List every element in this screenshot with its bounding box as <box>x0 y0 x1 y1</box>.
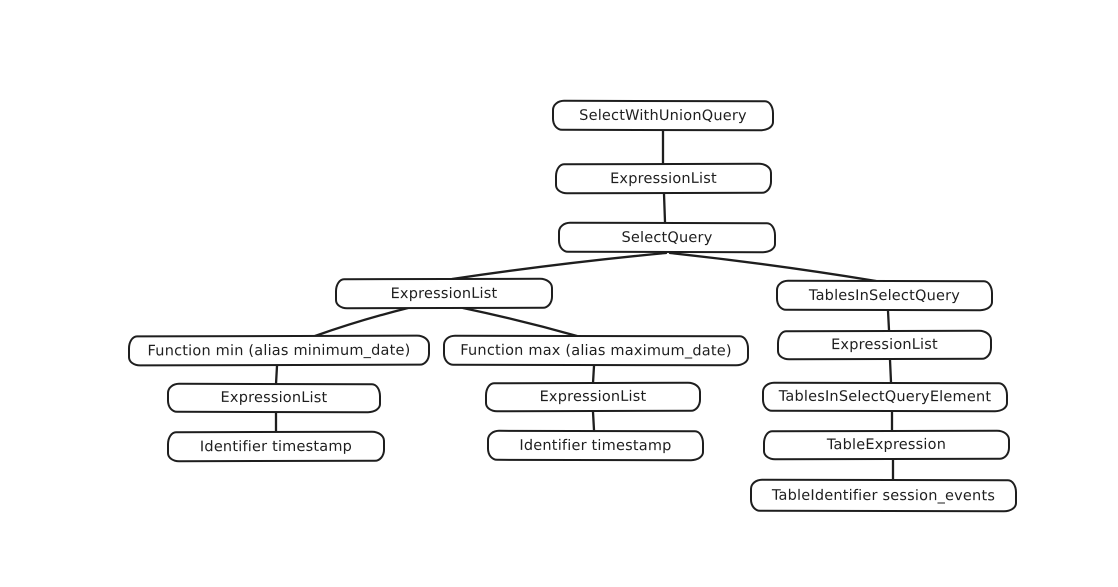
node-table-expression: TableExpression <box>762 429 1011 461</box>
edge-expressionlist-functionmin <box>313 306 410 338</box>
edge-selectquery-tablesinselectquery <box>668 251 878 283</box>
edge-expressionlist-selectquery <box>662 192 667 224</box>
node-select-query: SelectQuery <box>557 221 777 254</box>
node-expression-list-under-max: ExpressionList <box>484 381 702 413</box>
node-tables-in-select-query: TablesInSelectQuery <box>775 279 994 312</box>
node-identifier-timestamp-min: Identifier timestamp <box>166 430 386 463</box>
node-identifier-timestamp-max: Identifier timestamp <box>486 429 705 462</box>
edge-selectquery-expressionlist-left <box>450 251 668 281</box>
node-expression-list-top: ExpressionList <box>554 162 773 195</box>
node-tables-in-select-query-element: TablesInSelectQueryElement <box>761 381 1009 413</box>
node-expression-list-under-min: ExpressionList <box>166 382 382 414</box>
edge-expressionlist-functionmax <box>461 306 579 338</box>
node-expression-list-left: ExpressionList <box>334 277 554 310</box>
node-select-with-union-query: SelectWithUnionQuery <box>551 99 775 132</box>
edge-functionmax-expressionlist <box>591 364 596 385</box>
node-expression-list-right: ExpressionList <box>776 329 993 361</box>
edge-tablesinselectquery-expressionlist <box>886 309 891 332</box>
node-function-max: Function max (alias maximum_date) <box>442 334 750 367</box>
node-table-identifier: TableIdentifier session_events <box>749 478 1018 513</box>
edge-expressionlist-tablesinselectqueryelement <box>888 358 893 384</box>
node-function-min: Function min (alias minimum_date) <box>127 334 431 367</box>
edge-functionmin-expressionlist <box>274 364 279 386</box>
edge-expressionlist-identifier-max <box>591 410 596 432</box>
